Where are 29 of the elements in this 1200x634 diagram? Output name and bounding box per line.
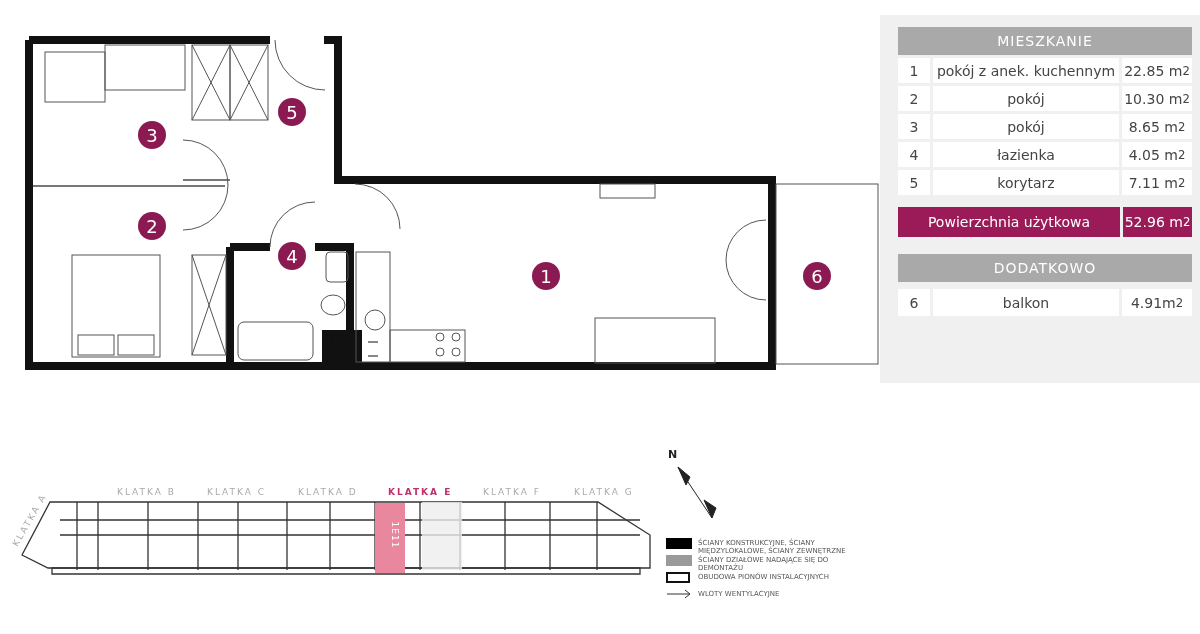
- table-cell: pokój: [933, 86, 1119, 111]
- room-number-badge: 1: [532, 262, 560, 290]
- table-cell: 6: [898, 289, 930, 316]
- table-cell: łazienka: [933, 142, 1119, 167]
- stairwell-label: KLATKA B: [117, 487, 176, 497]
- table-cell: 5: [898, 170, 930, 195]
- table-cell: pokój z anek. kuchennym: [933, 58, 1119, 83]
- room-number-badge: 3: [138, 121, 166, 149]
- table-cell: 3: [898, 114, 930, 139]
- room-number-badge: 5: [278, 98, 306, 126]
- table-cell: korytarz: [933, 170, 1119, 195]
- apartment-code: 1E11: [390, 521, 401, 549]
- stairwell-label: KLATKA E: [388, 487, 453, 497]
- total-area-cell: Powierzchnia użytkowa: [898, 207, 1120, 237]
- table-cell: 4: [898, 142, 930, 167]
- stairwell-label: KLATKA C: [207, 487, 267, 497]
- table-cell: 1: [898, 58, 930, 83]
- stairwell-label: KLATKA G: [574, 487, 634, 497]
- table-header: DODATKOWO: [898, 254, 1192, 282]
- table-cell: balkon: [933, 289, 1119, 316]
- table-cell: 2: [898, 86, 930, 111]
- room-number-badge: 2: [138, 212, 166, 240]
- stairwell-label: KLATKA D: [298, 487, 358, 497]
- table-header: MIESZKANIE: [898, 27, 1192, 55]
- table-cell: pokój: [933, 114, 1119, 139]
- room-number-badge: 6: [803, 262, 831, 290]
- room-number-badge: 4: [278, 242, 306, 270]
- compass-letter: N: [668, 448, 678, 461]
- stairwell-label: KLATKA F: [483, 487, 542, 497]
